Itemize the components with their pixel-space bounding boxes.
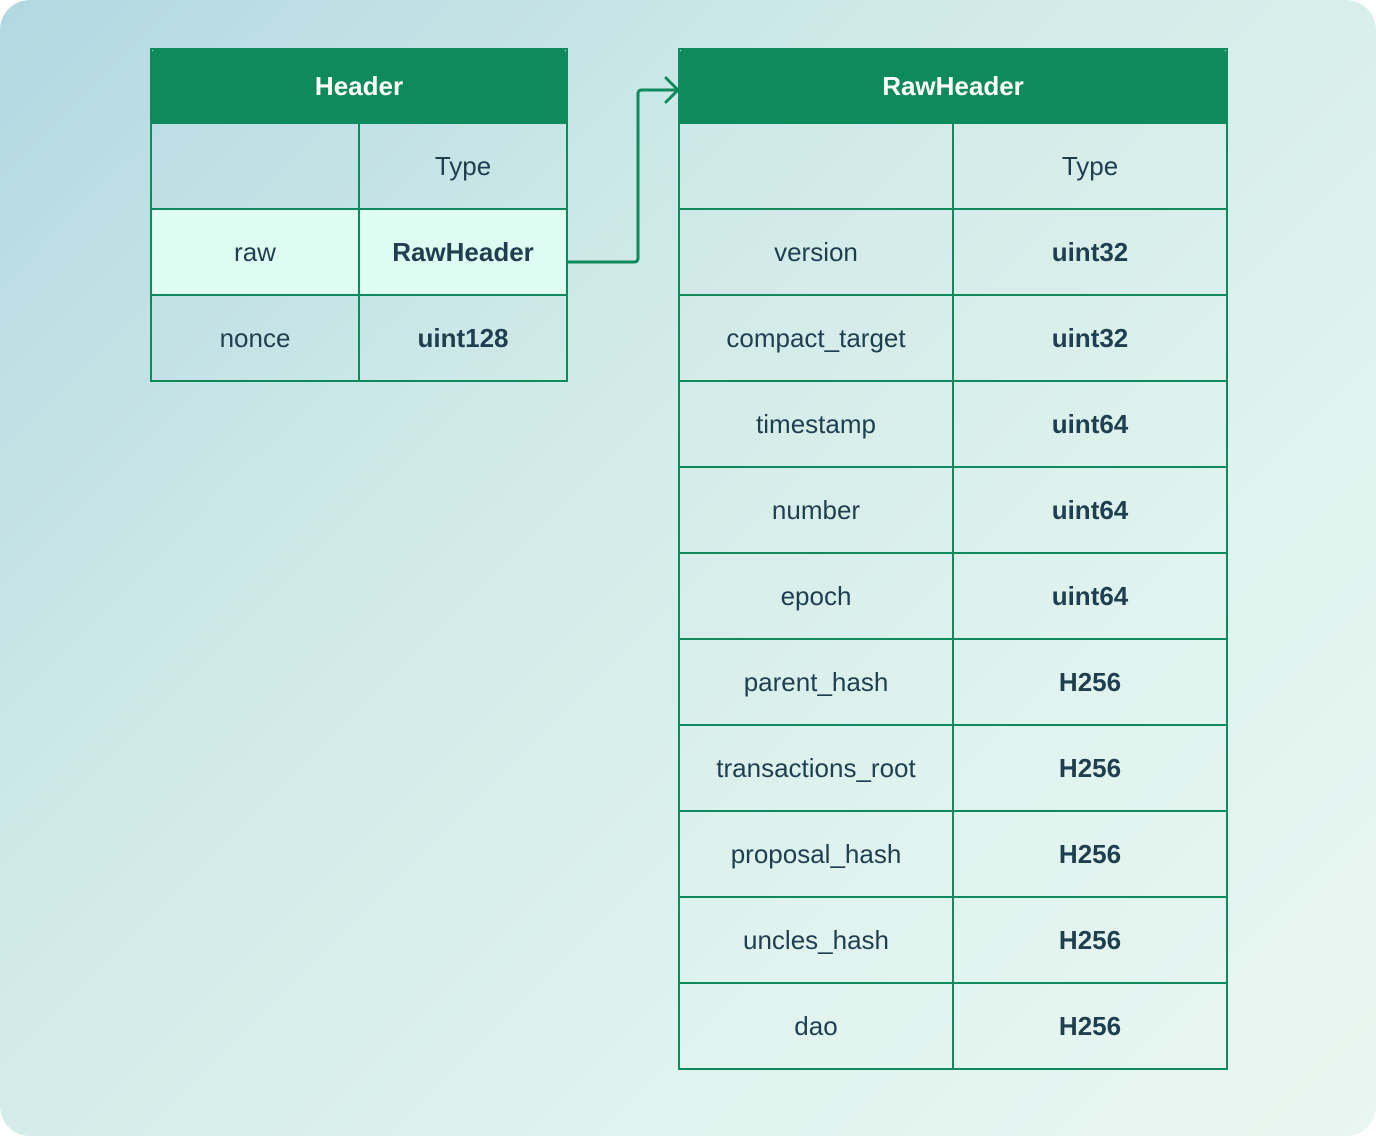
field-type: H256	[952, 638, 1228, 726]
header-table: Header Type raw RawHeader nonce uint128	[150, 48, 568, 382]
table-row: dao H256	[678, 982, 1228, 1070]
field-type: uint64	[952, 552, 1228, 640]
field-name: nonce	[150, 294, 360, 382]
table-row: raw RawHeader	[150, 208, 568, 296]
field-type: H256	[952, 896, 1228, 984]
table-row: timestamp uint64	[678, 380, 1228, 468]
field-type: RawHeader	[358, 208, 568, 296]
field-type: uint64	[952, 466, 1228, 554]
field-type: uint32	[952, 294, 1228, 382]
table-row: parent_hash H256	[678, 638, 1228, 726]
rawheader-table: RawHeader Type version uint32 compact_ta…	[678, 48, 1228, 1070]
field-name: parent_hash	[678, 638, 954, 726]
field-name: proposal_hash	[678, 810, 954, 898]
rawheader-table-column-row: Type	[678, 122, 1228, 210]
field-type: H256	[952, 724, 1228, 812]
header-table-title: Header	[150, 48, 568, 124]
table-row: proposal_hash H256	[678, 810, 1228, 898]
table-row: compact_target uint32	[678, 294, 1228, 382]
connector-line	[566, 88, 676, 264]
field-type: H256	[952, 982, 1228, 1070]
rawheader-table-title: RawHeader	[678, 48, 1228, 124]
table-row: uncles_hash H256	[678, 896, 1228, 984]
header-table-name-column-head	[150, 122, 360, 210]
field-name: uncles_hash	[678, 896, 954, 984]
rawheader-table-name-column-head	[678, 122, 954, 210]
header-table-title-row: Header	[150, 48, 568, 124]
field-type: H256	[952, 810, 1228, 898]
field-type: uint64	[952, 380, 1228, 468]
field-name: number	[678, 466, 954, 554]
field-type: uint32	[952, 208, 1228, 296]
rawheader-table-title-row: RawHeader	[678, 48, 1228, 124]
field-type: uint128	[358, 294, 568, 382]
field-name: transactions_root	[678, 724, 954, 812]
field-name: raw	[150, 208, 360, 296]
field-name: version	[678, 208, 954, 296]
rawheader-table-type-column-head: Type	[952, 122, 1228, 210]
table-row: epoch uint64	[678, 552, 1228, 640]
table-row: version uint32	[678, 208, 1228, 296]
table-row: number uint64	[678, 466, 1228, 554]
table-row: transactions_root H256	[678, 724, 1228, 812]
field-name: dao	[678, 982, 954, 1070]
field-name: timestamp	[678, 380, 954, 468]
arrow-head-icon	[664, 76, 680, 104]
field-name: epoch	[678, 552, 954, 640]
header-table-type-column-head: Type	[358, 122, 568, 210]
field-name: compact_target	[678, 294, 954, 382]
header-table-column-row: Type	[150, 122, 568, 210]
table-row: nonce uint128	[150, 294, 568, 382]
